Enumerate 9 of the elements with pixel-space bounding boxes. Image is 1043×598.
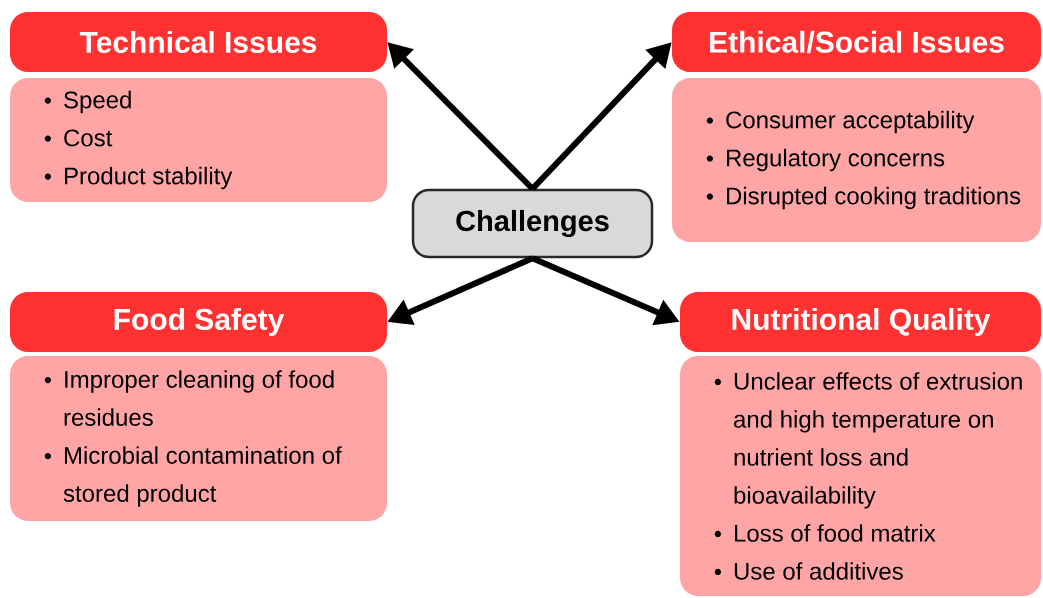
bullet-list-box: Improper cleaning of food residues Microbial contamination of stored product xyxy=(10,356,387,521)
center-box: Challenges xyxy=(411,188,654,259)
header-box: Ethical/Social Issues xyxy=(672,12,1041,72)
header-box: Food Safety xyxy=(10,292,387,352)
bullet-list-box: Unclear effects of extrusion and high temperature on nutrient loss and bioavailability Loss of food matrix Use of additives xyxy=(680,356,1041,596)
bullet-list-box: Consumer acceptability Regulatory concerns Disrupted cooking traditions xyxy=(672,78,1041,242)
header-box: Nutritional Quality xyxy=(680,292,1041,352)
bullet-list-box: Speed Cost Product stability xyxy=(10,78,387,202)
header-box: Technical Issues xyxy=(10,12,387,72)
